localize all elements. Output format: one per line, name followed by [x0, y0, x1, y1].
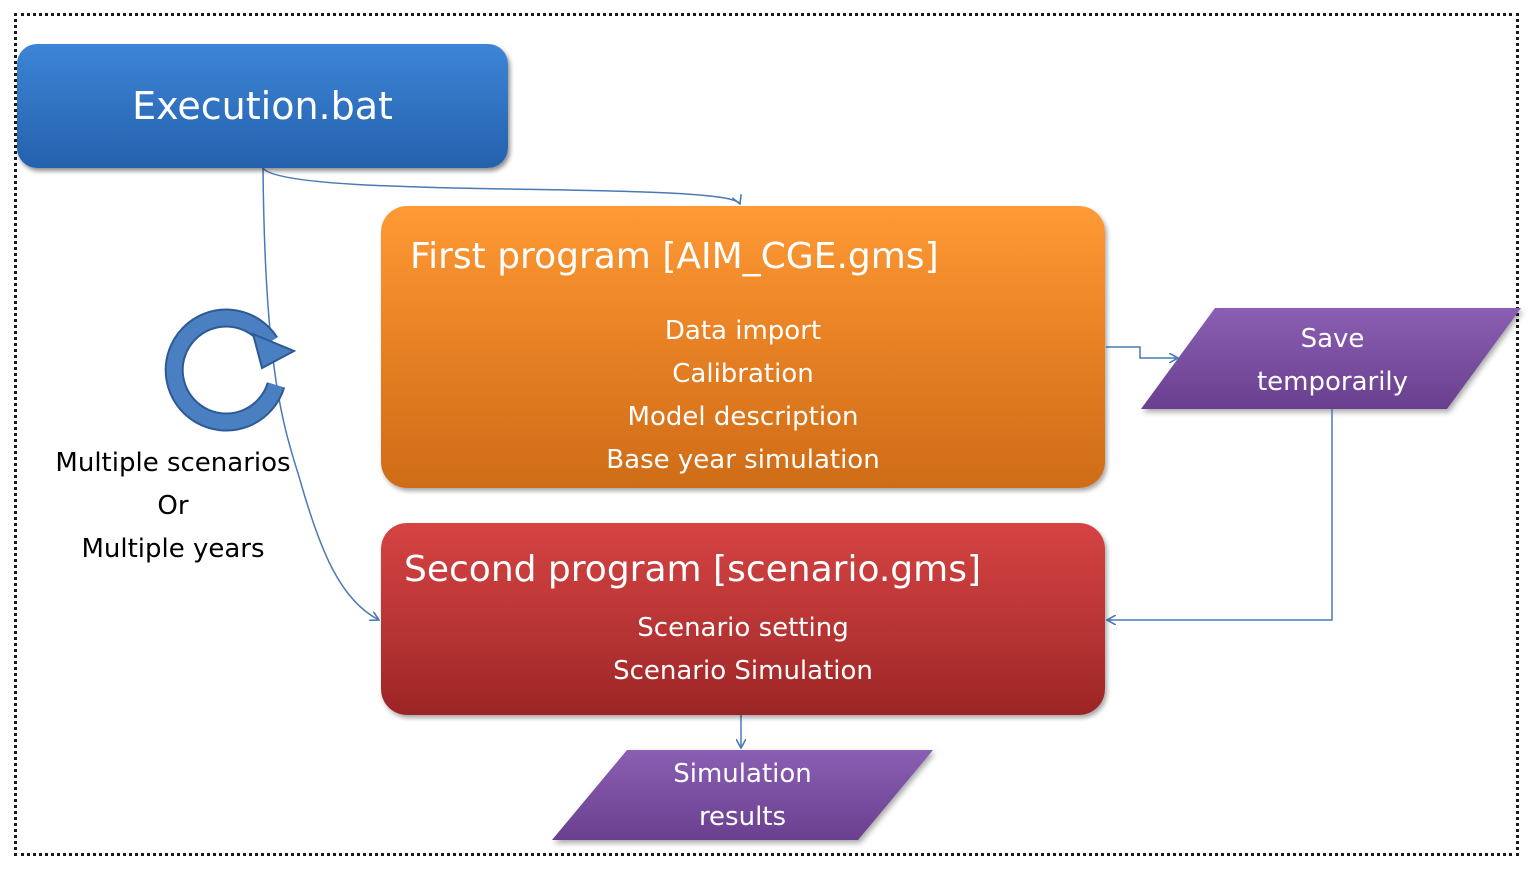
first-program-box: First program [AIM_CGE.gms] Data import … [381, 206, 1105, 488]
step-item: Scenario Simulation [613, 656, 873, 686]
loop-label-line: Multiple years [81, 534, 265, 564]
save-line: Save [1300, 324, 1365, 354]
step-item: Model description [627, 402, 859, 432]
dotted-frame [14, 13, 1519, 856]
results-line: Simulation [673, 759, 812, 789]
results-node-label: Simulation results [625, 753, 860, 839]
step-item: Calibration [672, 359, 814, 389]
first-program-steps: Data import Calibration Model descriptio… [381, 310, 1105, 482]
results-line: results [698, 802, 787, 832]
arrow-exec-to-second [262, 167, 379, 620]
step-item: Scenario setting [637, 613, 849, 643]
step-item: Base year simulation [606, 445, 880, 475]
arrow-save-to-second [1107, 409, 1333, 620]
loop-label-line: Multiple scenarios [55, 448, 291, 478]
execution-box: Execution.bat [17, 44, 508, 168]
loop-arrow-icon [164, 308, 297, 432]
loop-label-line: Or [157, 491, 189, 521]
execution-title: Execution.bat [132, 84, 393, 128]
step-item: Data import [664, 316, 822, 346]
second-program-steps: Scenario setting Scenario Simulation [381, 607, 1105, 693]
save-node-label: Save temporarily [1215, 318, 1450, 404]
second-program-box: Second program [scenario.gms] Scenario s… [381, 523, 1105, 715]
results-parallelogram [552, 750, 933, 840]
arrow-exec-to-first [262, 167, 740, 204]
second-program-title: Second program [scenario.gms] [404, 549, 982, 590]
loop-label: Multiple scenarios Or Multiple years [28, 442, 318, 571]
save-parallelogram [1141, 308, 1521, 409]
save-line: temporarily [1256, 367, 1409, 397]
first-program-title: First program [AIM_CGE.gms] [410, 236, 939, 277]
arrow-first-to-save [1106, 346, 1178, 358]
